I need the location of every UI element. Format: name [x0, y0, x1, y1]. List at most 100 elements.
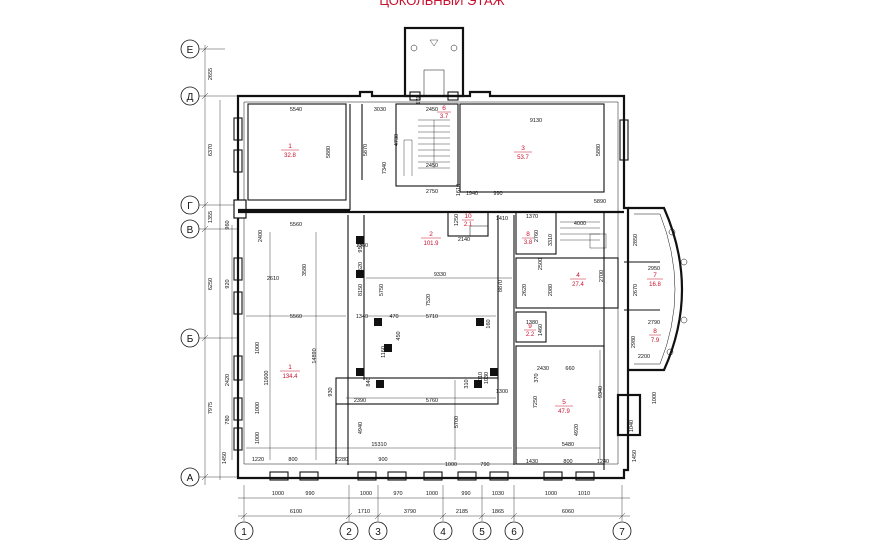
- dimension-label: 1410: [496, 216, 508, 222]
- dimension-label: 1000: [360, 491, 372, 497]
- dimension-label: 5: [479, 527, 485, 538]
- room-label: 3 53.7: [514, 145, 532, 161]
- dimension-label: 960: [225, 220, 231, 229]
- dimension-label: 160: [486, 319, 492, 328]
- row-axis-a: А: [180, 467, 238, 487]
- room-text: 27.4: [572, 282, 584, 288]
- row-axis-e: Е: [180, 39, 225, 59]
- dimension-label: 1000: [255, 342, 261, 354]
- dimension-label: 1380: [526, 320, 538, 326]
- dimension-label: 7975: [208, 402, 214, 414]
- dimension-label: 800: [563, 459, 572, 465]
- dimension-label: 2790: [648, 320, 660, 326]
- bottom-dimensions: 6100 1710 3790 2185 1865 6060 1000 990 1…: [238, 442, 630, 520]
- dimension-label: 5700: [454, 416, 460, 428]
- dimension-label: 5560: [290, 314, 302, 320]
- dimension-label: 2760: [534, 230, 540, 242]
- dimension-label: 780: [225, 415, 231, 424]
- row-axis-g: Г: [180, 195, 238, 215]
- room-text: 32.8: [284, 153, 296, 159]
- dimension-label: 7250: [533, 396, 539, 408]
- dimension-label: 5560: [290, 222, 302, 228]
- row-axes: Е Д Г В Б А: [180, 39, 238, 487]
- dimension-label: 4940: [358, 422, 364, 434]
- room-text: 7.9: [651, 338, 660, 344]
- room-label: 6 3.7: [437, 105, 451, 120]
- dimension-label: 1710: [358, 509, 370, 515]
- dimension-label: 2: [346, 527, 352, 538]
- row-axis-d: Д: [180, 86, 238, 106]
- dimension-label: 1160: [381, 346, 387, 358]
- room-text: 6: [442, 105, 446, 112]
- dimension-label: 5760: [426, 398, 438, 404]
- dimension-label: Е: [187, 45, 194, 56]
- dimension-label: 470: [389, 314, 398, 320]
- dimension-label: 1460: [538, 324, 544, 336]
- room-text: 2.2: [526, 332, 535, 338]
- dimension-label: 1000: [652, 392, 658, 404]
- dimension-label: 2450: [426, 107, 438, 113]
- room-text: 1: [288, 143, 292, 150]
- room-label: 1 134.4: [280, 364, 300, 380]
- dimension-label: 840: [366, 377, 372, 386]
- room-label: 8 7.9: [649, 328, 661, 344]
- dimension-label: 5750: [379, 284, 385, 296]
- dimension-label: 2500: [538, 258, 544, 270]
- dimension-label: 9340: [598, 386, 604, 398]
- room-text: 16.8: [649, 282, 661, 288]
- dimension-label: 4920: [574, 424, 580, 436]
- dimension-label: 170: [416, 95, 422, 104]
- exterior-walls: [233, 26, 688, 480]
- dimension-label: 1: [241, 527, 247, 538]
- room-text: 8: [653, 328, 657, 335]
- dimension-label: 1450: [632, 450, 638, 462]
- dimension-label: 1430: [526, 459, 538, 465]
- dimension-label: 7520: [426, 294, 432, 306]
- dimension-label: 7340: [382, 162, 388, 174]
- column-axis-3: 3: [368, 485, 388, 540]
- row-axis-v: В: [180, 219, 238, 239]
- dimension-label: 900: [378, 457, 387, 463]
- room-label: 4 27.4: [570, 272, 586, 288]
- dimension-label: 3: [375, 527, 381, 538]
- dimension-label: 5480: [562, 442, 574, 448]
- dimension-label: 370: [534, 373, 540, 382]
- column-axis-2: 2: [339, 485, 359, 540]
- column-axis-7: 7: [612, 485, 632, 540]
- interior-partitions: [233, 91, 660, 481]
- column-axes: 1 2 3 4 5 6 7: [234, 485, 632, 540]
- room-labels: 1 32.8 3 53.7 6 3.7 2 101.9 10 2.1 8 3.8: [280, 105, 663, 415]
- dimension-label: 790: [480, 462, 489, 468]
- dimension-label: 2610: [267, 276, 279, 282]
- dimension-label: 2850: [633, 234, 639, 246]
- dimension-label: 1370: [526, 214, 538, 220]
- dimension-label: 14890: [312, 348, 318, 363]
- dimension-label: 2400: [258, 230, 264, 242]
- dimension-label: 1340: [356, 314, 368, 320]
- dimension-label: 1250: [454, 214, 460, 226]
- dimension-label: 1000: [545, 491, 557, 497]
- dimension-label: 5870: [363, 144, 369, 156]
- dimension-label: 1000: [445, 462, 457, 468]
- dimension-label: 8870: [498, 280, 504, 292]
- dimension-label: 4: [440, 527, 446, 538]
- dimension-label: 1000: [255, 432, 261, 444]
- room-text: 134.4: [282, 374, 298, 380]
- dimension-label: 9130: [530, 118, 542, 124]
- dimension-label: 2670: [633, 284, 639, 296]
- dimension-label: 1030: [484, 372, 490, 384]
- dimension-label: 6060: [562, 509, 574, 515]
- dimension-label: 1360: [356, 243, 368, 249]
- dimension-label: 1000: [426, 491, 438, 497]
- dimension-label: 450: [396, 331, 402, 340]
- room-label: 7 16.8: [647, 272, 663, 288]
- dimension-label: 2450: [426, 163, 438, 169]
- dimension-label: 6370: [208, 144, 214, 156]
- room-text: 47.9: [558, 409, 570, 415]
- room-text: 3: [521, 145, 525, 152]
- dimension-label: Г: [187, 201, 193, 212]
- room-text: 10: [464, 213, 472, 220]
- dimension-label: 660: [565, 366, 574, 372]
- interior-dimensions: 5540 3030 2450 9130 5880 5870 7340 4730 …: [264, 95, 660, 462]
- room-label: 5 47.9: [555, 399, 573, 415]
